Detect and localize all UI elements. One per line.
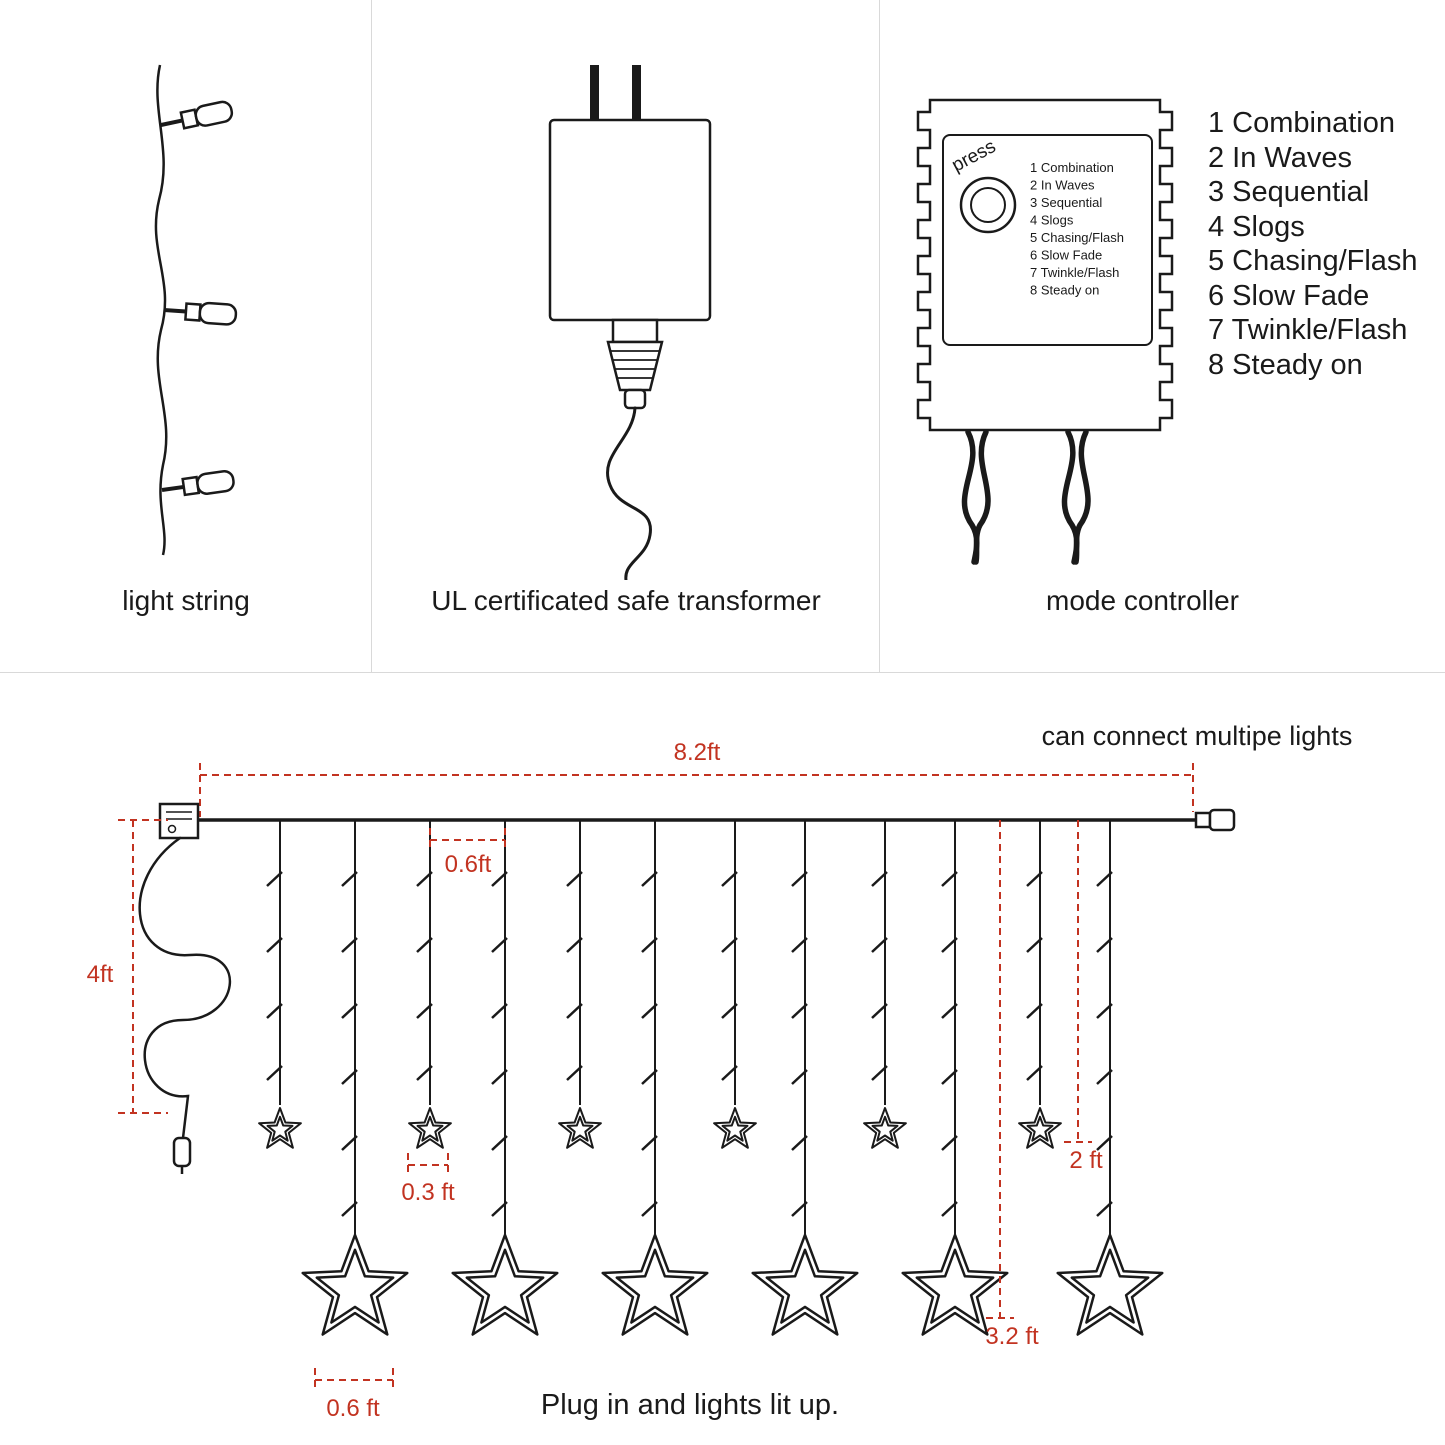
divider (0, 672, 1445, 673)
power-cord (138, 836, 232, 1140)
mode-item: 7 Twinkle/Flash (1030, 265, 1119, 280)
end-connector (1194, 808, 1236, 832)
mode-item: 4 Slogs (1208, 210, 1305, 243)
mode-item: 1 Combination (1208, 107, 1395, 139)
mode-item: 3 Sequential (1208, 176, 1370, 208)
mode-list-small: 1 Combination 2 In Waves 3 Sequential 4 … (1030, 160, 1124, 298)
mode-list-large: 1 Combination 2 In Waves 3 Sequential 4 … (1208, 106, 1418, 382)
light-string-caption: light string (122, 585, 250, 616)
mode-item: 2 In Waves (1208, 141, 1352, 174)
mode-controller-drawing: press 1 Combination 2 In Waves 3 Sequent… (916, 98, 1174, 565)
dim-width-label: 8.2ft (674, 739, 721, 766)
light-strands (259, 820, 1162, 1335)
dim-long-drop-label: 3.2 ft (985, 1323, 1039, 1350)
divider (371, 0, 372, 672)
dim-strand-gap-label: 0.6ft (445, 851, 492, 878)
connect-note: can connect multipe lights (1042, 721, 1353, 751)
mode-item: 6 Slow Fade (1208, 279, 1370, 312)
transformer-caption: UL certificated safe transformer (431, 585, 821, 616)
dim-big-star-gap-label: 0.6 ft (326, 1395, 380, 1422)
controller-wires (961, 429, 1091, 565)
light-string-drawing (154, 64, 239, 556)
mode-controller-caption: mode controller (1046, 585, 1239, 616)
diagram-caption: Plug in and lights lit up. (541, 1389, 839, 1421)
inline-controller-box (158, 802, 200, 840)
dim-small-star-gap-label: 0.3 ft (401, 1179, 455, 1206)
mode-item: 2 In Waves (1030, 178, 1095, 193)
mode-item: 8 Steady on (1030, 283, 1099, 298)
mode-item: 4 Slogs (1030, 213, 1074, 228)
dim-short-drop-label: 2 ft (1069, 1147, 1103, 1174)
mode-item: 1 Combination (1030, 160, 1114, 175)
mode-item: 8 Steady on (1208, 348, 1363, 381)
mode-item: 6 Slow Fade (1030, 248, 1102, 263)
dim-height-label: 4ft (87, 961, 114, 988)
transformer-drawing (548, 65, 712, 580)
power-plug (172, 1136, 192, 1174)
mode-item: 5 Chasing/Flash (1208, 245, 1418, 277)
mode-item: 3 Sequential (1030, 195, 1102, 210)
divider (879, 0, 880, 672)
curtain-lights-diagram: can connect multipe lights 8.2ft (87, 721, 1353, 1422)
mode-item: 7 Twinkle/Flash (1208, 314, 1408, 346)
mode-item: 5 Chasing/Flash (1030, 230, 1124, 245)
